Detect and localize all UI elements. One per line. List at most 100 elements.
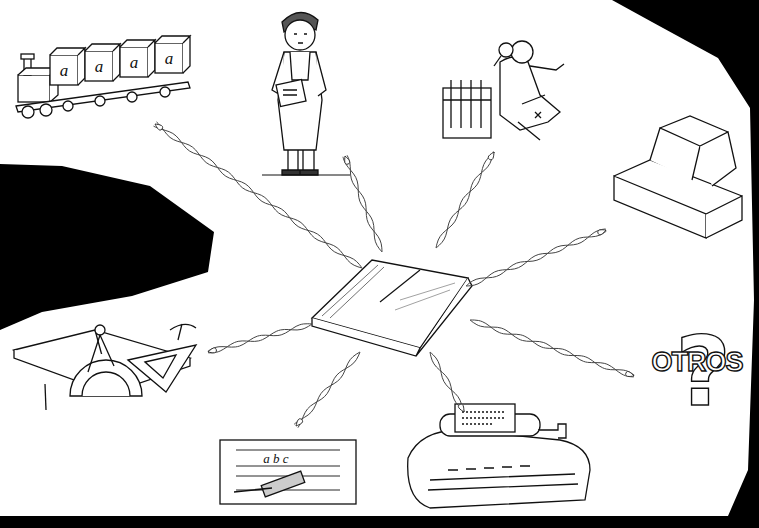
drawing-tools xyxy=(88,335,114,372)
boy-with-book xyxy=(294,34,307,43)
toy-train xyxy=(95,96,105,106)
blackboard xyxy=(220,440,356,504)
toy-train xyxy=(120,47,148,77)
central-open-book xyxy=(395,283,455,310)
drawing-tools xyxy=(95,325,105,335)
wavy-arrow xyxy=(430,352,465,413)
wavy-arrow xyxy=(208,324,312,351)
drawing-tools xyxy=(170,324,196,340)
toy-train xyxy=(155,36,190,73)
wavy-arrow xyxy=(155,124,163,130)
toy-train xyxy=(63,101,73,111)
scientist-with-microscope xyxy=(443,80,491,128)
drawing-tools xyxy=(128,345,196,392)
wavy-arrow xyxy=(294,352,360,424)
scientist-with-microscope xyxy=(511,41,533,63)
folded-paper-stand xyxy=(614,116,742,238)
toy-train xyxy=(16,36,190,118)
central-open-book xyxy=(312,260,472,356)
wavy-arrow xyxy=(345,156,350,164)
others-word: OTROS xyxy=(651,349,742,376)
wavy-arrow xyxy=(436,152,495,248)
typewriter xyxy=(428,474,578,490)
drawing-tools xyxy=(45,384,46,410)
wavy-arrow xyxy=(430,352,463,413)
wavy-arrow xyxy=(466,229,606,286)
wavy-arrow xyxy=(436,152,493,248)
wavy-arrow xyxy=(343,155,382,252)
wavy-arrow xyxy=(208,324,312,353)
wavy-arrow xyxy=(154,122,362,268)
wavy-arrow xyxy=(430,352,465,411)
blackboard xyxy=(220,440,356,504)
wavy-arrow xyxy=(436,152,495,248)
central-open-book xyxy=(312,278,472,356)
boy-with-book xyxy=(276,80,306,107)
scientist-with-microscope xyxy=(499,43,513,57)
typewriter xyxy=(455,404,515,432)
scientist-with-microscope xyxy=(518,95,545,140)
boy-with-book xyxy=(282,170,318,175)
toy-train xyxy=(85,51,113,81)
toy-train xyxy=(50,48,85,85)
wavy-arrow xyxy=(458,404,464,412)
folded-paper-stand xyxy=(700,132,736,186)
boy-with-book xyxy=(288,150,314,170)
toy-train xyxy=(50,55,78,85)
folded-paper-stand xyxy=(660,116,728,132)
toy-train xyxy=(18,75,50,102)
wavy-arrow xyxy=(470,320,634,377)
wavy-arrow xyxy=(470,320,634,377)
toy-train xyxy=(85,44,120,81)
typewriter xyxy=(462,412,506,424)
boy-with-book xyxy=(262,12,350,175)
scientist-with-microscope xyxy=(443,88,491,138)
drawing-tools xyxy=(70,360,142,396)
typewriter xyxy=(408,430,590,508)
folded-paper-stand xyxy=(706,196,742,238)
central-open-book xyxy=(380,270,420,302)
blackboard xyxy=(234,488,272,492)
wavy-arrows xyxy=(154,122,635,428)
wavy-arrow xyxy=(208,324,312,353)
scientist-with-microscope xyxy=(494,56,501,66)
toy-train xyxy=(155,43,183,73)
boy-with-book xyxy=(290,52,310,80)
toy-train xyxy=(21,54,34,59)
wavy-arrow xyxy=(347,155,382,252)
drawing-tools xyxy=(14,324,196,410)
drawing-tools xyxy=(82,372,130,396)
wavy-arrow xyxy=(154,126,362,268)
wavy-arrow xyxy=(298,352,360,428)
typewriter xyxy=(408,404,590,508)
boy-with-book xyxy=(285,20,315,50)
wavy-arrow xyxy=(488,152,494,160)
folded-paper-stand xyxy=(650,128,700,180)
scientist-with-microscope xyxy=(535,112,541,118)
typewriter xyxy=(538,424,566,438)
boy-with-book xyxy=(283,90,297,95)
block-letter: a xyxy=(130,54,139,71)
scientist-with-microscope xyxy=(530,64,564,70)
wavy-arrow xyxy=(294,352,360,428)
central-open-book xyxy=(312,260,468,348)
toy-train xyxy=(120,40,155,77)
boy-with-book xyxy=(262,175,350,176)
wavy-arrow xyxy=(208,348,216,353)
toy-train xyxy=(160,87,170,97)
scientist-with-microscope xyxy=(443,41,564,140)
blackboard xyxy=(261,471,305,497)
wavy-arrow xyxy=(343,157,382,252)
wavy-arrow xyxy=(296,419,303,426)
block-letter: a xyxy=(165,50,174,67)
wavy-arrow xyxy=(598,230,606,235)
wavy-arrow xyxy=(626,371,634,376)
wavy-arrow xyxy=(466,229,606,286)
toy-train xyxy=(40,104,52,116)
typewriter xyxy=(448,466,530,470)
drawing-tools xyxy=(145,355,176,378)
blackboard-text: a b c xyxy=(263,452,288,465)
